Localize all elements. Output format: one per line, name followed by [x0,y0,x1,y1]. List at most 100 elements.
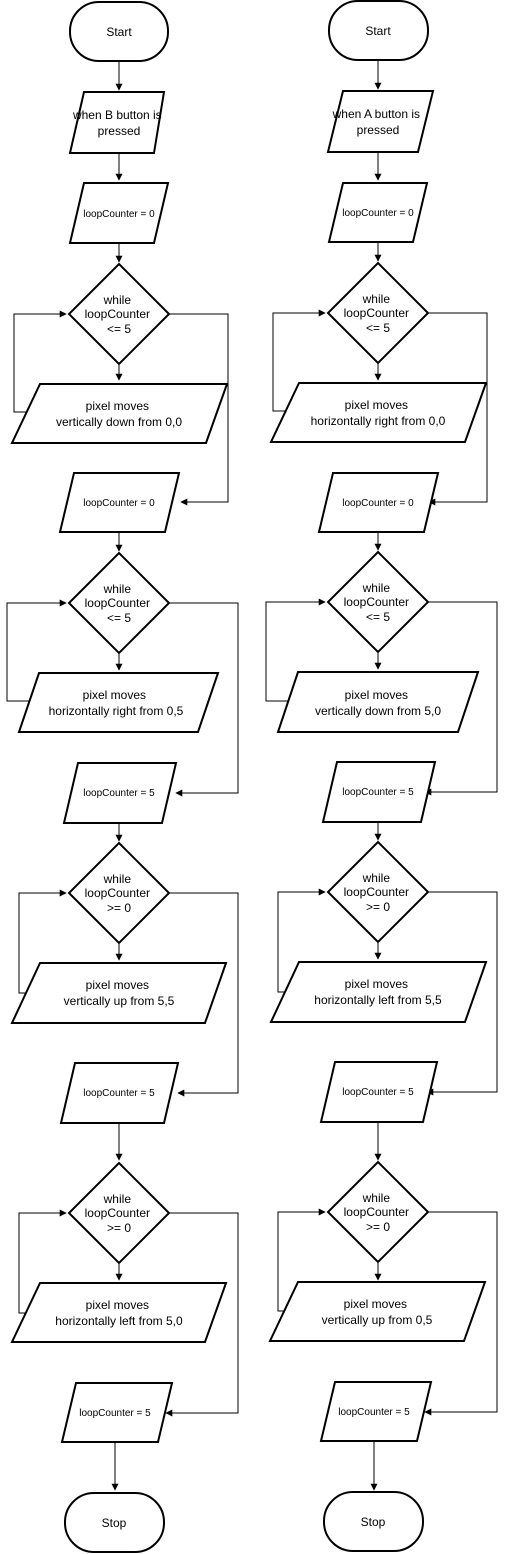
process-parallelogram: pixel moves vertically down from 0,0 [10,383,229,444]
start-terminator: Start [69,1,169,62]
process-line-2: horizontally left from 5,5 [314,993,442,1007]
decision-line-3: >= 0 [366,1220,390,1234]
decision-diamond: while loopCounter <= 5 [326,550,430,654]
decision-line-2: loopCounter [344,1205,409,1219]
process-parallelogram: pixel moves horizontally right from 0,0 [269,382,488,443]
svg-text:when A button is press: when A button is pressed [332,107,424,137]
process-parallelogram: pixel moves vertically up from 0,5 [268,1281,487,1342]
svg-text:pixel moves vertically: pixel moves vertically down from 5,0 [315,688,441,718]
init-parallelogram: loopCounter = 0 [327,182,429,243]
svg-text:while loopCounter: while loopCounter <= 5 [344,581,413,624]
decision-line-2: loopCounter [85,1206,150,1220]
process-line-2: vertically down from 0,0 [56,415,182,429]
init-parallelogram: loopCounter = 5 [59,1062,180,1124]
start-terminator: Start [328,0,429,61]
decision-diamond: while loopCounter <= 5 [326,261,430,365]
process-line-2: vertically up from 5,5 [64,994,175,1008]
start-label: Start [106,25,132,39]
decision-line-1: while [362,1191,391,1205]
process-parallelogram: pixel moves horizontally left from 5,0 [10,1282,228,1343]
init-parallelogram: loopCounter = 5 [321,761,437,823]
init-parallelogram: loopCounter = 0 [317,472,440,533]
decision-line-1: while [103,582,132,596]
process-line-1: pixel moves [345,688,408,702]
decision-line-1: while [103,293,132,307]
decision-diamond: while loopCounter <= 5 [67,262,171,366]
process-line-1: pixel moves [86,978,149,992]
init-label: loopCounter = 0 [83,209,155,220]
process-line-1: pixel moves [344,1297,407,1311]
svg-text:pixel moves horizontal: pixel moves horizontally left from 5,5 [314,977,442,1007]
decision-line-1: while [362,871,391,885]
init-label: loopCounter = 0 [342,498,414,509]
process-line-1: pixel moves [86,1298,149,1312]
init-label: loopCounter = 5 [342,1087,414,1098]
trigger-line-2: pressed [98,124,141,138]
decision-diamond: while loopCounter >= 0 [67,841,171,945]
decision-line-2: loopCounter [85,307,150,321]
stop-terminator: Stop [323,1491,424,1552]
trigger-line-1: when B button is [72,108,162,122]
flowchart-b-edges [6,62,239,1491]
process-line-1: pixel moves [83,688,146,702]
process-line-1: pixel moves [86,399,149,413]
decision-line-2: loopCounter [344,595,409,609]
stop-label: Stop [361,1515,386,1529]
init-label: loopCounter = 0 [83,498,155,509]
svg-text:while loopCounter: while loopCounter >= 0 [344,871,413,914]
svg-text:while loopCounter: while loopCounter >= 0 [344,1191,413,1234]
svg-text:while loopCounter: while loopCounter <= 5 [344,292,413,335]
svg-text:pixel moves horizontal: pixel moves horizontally right from 0,5 [49,688,184,718]
init-parallelogram: loopCounter = 0 [58,472,181,533]
decision-line-3: <= 5 [366,321,390,335]
svg-text:when B button is press: when B button is pressed [72,108,165,138]
process-line-1: pixel moves [345,398,408,412]
process-parallelogram: pixel moves vertically up from 5,5 [10,962,228,1024]
decision-line-3: >= 0 [107,901,131,915]
final-init-parallelogram: loopCounter = 5 [319,1381,433,1442]
decision-diamond: while loopCounter <= 5 [67,551,171,655]
trigger-line-1: when A button is [332,107,420,121]
init-label: loopCounter = 5 [83,788,155,799]
decision-line-2: loopCounter [344,885,409,899]
init-label: loopCounter = 5 [342,787,414,798]
stop-label: Stop [102,1516,127,1530]
decision-line-2: loopCounter [85,886,150,900]
decision-line-3: <= 5 [107,322,131,336]
process-line-1: pixel moves [345,977,408,991]
process-line-2: horizontally left from 5,0 [55,1314,183,1328]
svg-text:while loopCounter: while loopCounter <= 5 [85,582,154,625]
init-parallelogram: loopCounter = 5 [62,762,178,824]
process-line-2: vertically down from 5,0 [315,704,441,718]
svg-text:pixel moves vertically: pixel moves vertically up from 5,5 [64,978,175,1008]
final-init-label: loopCounter = 5 [79,1408,151,1419]
process-parallelogram: pixel moves vertically down from 5,0 [276,671,480,733]
process-line-2: horizontally right from 0,5 [49,704,184,718]
decision-diamond: while loopCounter >= 0 [326,840,430,944]
trigger-parallelogram: when A button is pressed [326,90,435,153]
trigger-line-2: pressed [357,123,400,137]
svg-text:pixel moves vertically: pixel moves vertically down from 0,0 [56,399,182,429]
decision-line-3: >= 0 [366,900,390,914]
svg-text:while loopCounter: while loopCounter <= 5 [85,293,154,336]
svg-text:while loopCounter: while loopCounter >= 0 [85,1192,154,1235]
flowchart-a-button: Start when A button is pressed loopCount… [265,0,498,1552]
init-label: loopCounter = 0 [342,208,414,219]
start-label: Start [365,24,391,38]
decision-line-3: <= 5 [366,610,390,624]
process-parallelogram: pixel moves horizontally right from 0,5 [17,672,220,733]
svg-text:pixel moves vertically: pixel moves vertically up from 0,5 [322,1297,433,1327]
trigger-parallelogram: when B button is pressed [68,91,166,154]
final-init-label: loopCounter = 5 [338,1407,410,1418]
init-parallelogram: loopCounter = 5 [319,1061,439,1123]
decision-line-3: >= 0 [107,1221,131,1235]
decision-line-1: while [362,581,391,595]
stop-terminator: Stop [64,1492,165,1553]
decision-diamond: while loopCounter >= 0 [67,1161,171,1265]
svg-text:pixel moves horizontal: pixel moves horizontally right from 0,0 [311,398,446,428]
init-label: loopCounter = 5 [83,1088,155,1099]
final-init-parallelogram: loopCounter = 5 [60,1382,174,1443]
decision-line-2: loopCounter [344,306,409,320]
decision-diamond: while loopCounter >= 0 [326,1160,430,1264]
